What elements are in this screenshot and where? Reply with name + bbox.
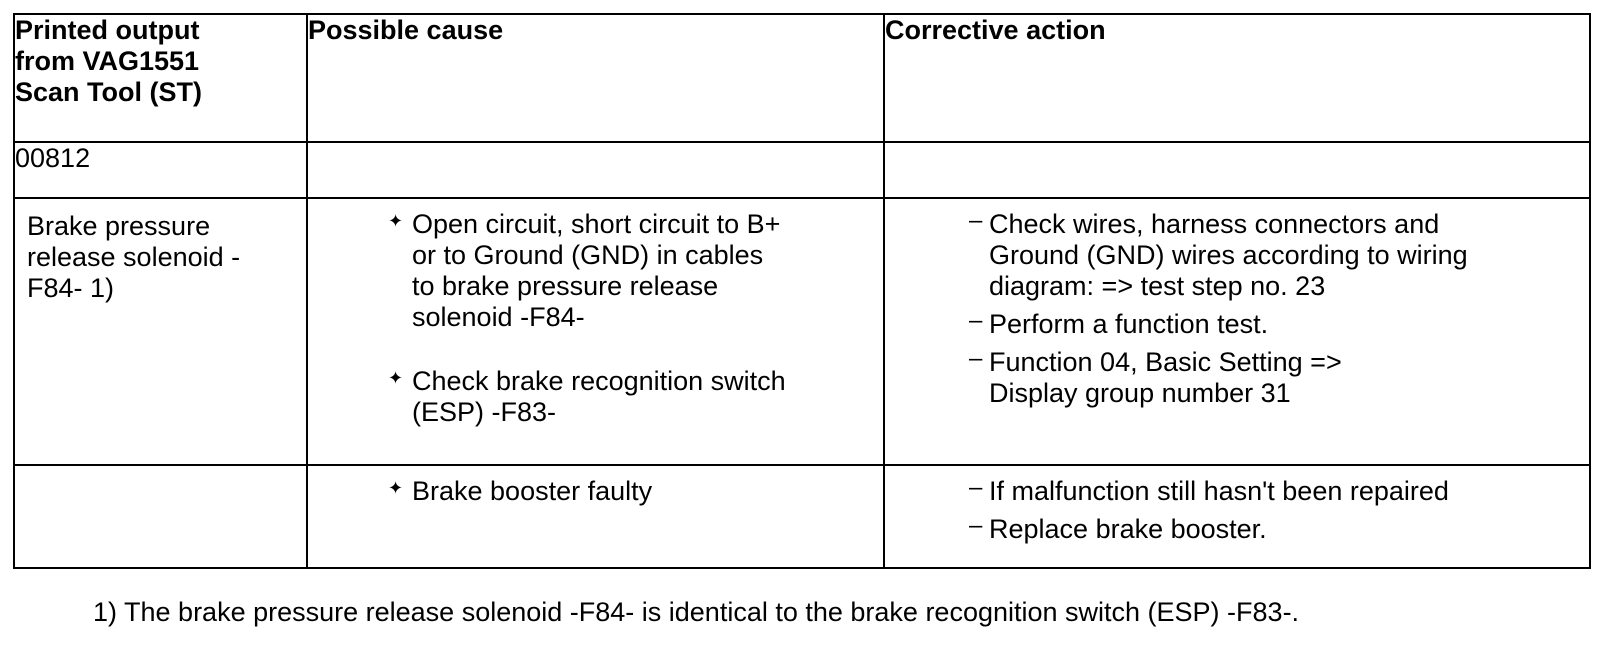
- dash-icon: –: [969, 512, 983, 539]
- dash-icon: –: [969, 307, 983, 334]
- table-row: ✦ Brake booster faulty – If malfunction …: [13, 464, 1591, 569]
- list-item: ✦ Brake booster faulty: [388, 476, 883, 507]
- list-item: – Replace brake booster.: [963, 512, 1589, 545]
- list-item: – Perform a function test.: [963, 307, 1589, 340]
- footnote: 1) The brake pressure release solenoid -…: [93, 597, 1300, 627]
- cause-line: (ESP) -F83-: [412, 397, 557, 427]
- empty-cell: [13, 464, 308, 569]
- list-item: – Function 04, Basic Setting => Display …: [963, 345, 1589, 409]
- list-item: ✦ Open circuit, short circuit to B+ or t…: [388, 209, 883, 333]
- header-corrective-action: Corrective action: [883, 13, 1591, 143]
- list-item: ✦ Check brake recognition switch (ESP) -…: [388, 366, 883, 428]
- bullet-icon: ✦: [388, 211, 404, 231]
- action-line: Check wires, harness connectors and: [989, 209, 1440, 239]
- header-line: Printed output: [15, 15, 200, 45]
- output-line: release solenoid -: [27, 242, 241, 272]
- action-line: If malfunction still hasn't been repaire…: [989, 476, 1449, 506]
- table-row: 00812: [13, 141, 1591, 199]
- cause-line: Check brake recognition switch: [412, 366, 786, 396]
- dash-icon: –: [969, 207, 983, 234]
- header-printed-output: Printed output from VAG1551 Scan Tool (S…: [13, 13, 308, 143]
- table-row: Brake pressure release solenoid - F84- 1…: [13, 197, 1591, 466]
- possible-cause-cell: ✦ Brake booster faulty: [306, 464, 885, 569]
- action-line: diagram: => test step no. 23: [989, 271, 1326, 301]
- header-line: from VAG1551: [15, 46, 200, 76]
- header-line: Scan Tool (ST): [15, 77, 202, 107]
- output-line: Brake pressure: [27, 211, 211, 241]
- list-item: – If malfunction still hasn't been repai…: [963, 474, 1589, 507]
- cause-line: Brake booster faulty: [412, 476, 653, 506]
- list-item: – Check wires, harness connectors and Gr…: [963, 207, 1589, 302]
- diagnostic-table: Printed output from VAG1551 Scan Tool (S…: [13, 13, 1591, 569]
- possible-cause-cell: ✦ Open circuit, short circuit to B+ or t…: [306, 197, 885, 466]
- cause-line: or to Ground (GND) in cables: [412, 240, 764, 270]
- action-line: Ground (GND) wires according to wiring: [989, 240, 1468, 270]
- corrective-action-cell: – If malfunction still hasn't been repai…: [883, 464, 1591, 569]
- action-line: Replace brake booster.: [989, 514, 1267, 544]
- output-line: F84- 1): [27, 273, 115, 303]
- action-line: Perform a function test.: [989, 309, 1269, 339]
- header-possible-cause: Possible cause: [306, 13, 885, 143]
- cause-line: solenoid -F84-: [412, 302, 585, 332]
- bullet-icon: ✦: [388, 478, 404, 498]
- fault-code-cell: 00812: [13, 141, 308, 199]
- dash-icon: –: [969, 474, 983, 501]
- cause-line: Open circuit, short circuit to B+: [412, 209, 781, 239]
- bullet-icon: ✦: [388, 368, 404, 388]
- action-line: Function 04, Basic Setting =>: [989, 347, 1342, 377]
- header-line: Corrective action: [885, 15, 1106, 45]
- dash-icon: –: [969, 345, 983, 372]
- corrective-action-cell: – Check wires, harness connectors and Gr…: [883, 197, 1591, 466]
- printed-output-cell: Brake pressure release solenoid - F84- 1…: [13, 197, 308, 466]
- empty-cell: [883, 141, 1591, 199]
- header-line: Possible cause: [308, 15, 504, 45]
- cause-line: to brake pressure release: [412, 271, 719, 301]
- action-line: Display group number 31: [989, 378, 1291, 408]
- empty-cell: [306, 141, 885, 199]
- table-header-row: Printed output from VAG1551 Scan Tool (S…: [13, 13, 1591, 143]
